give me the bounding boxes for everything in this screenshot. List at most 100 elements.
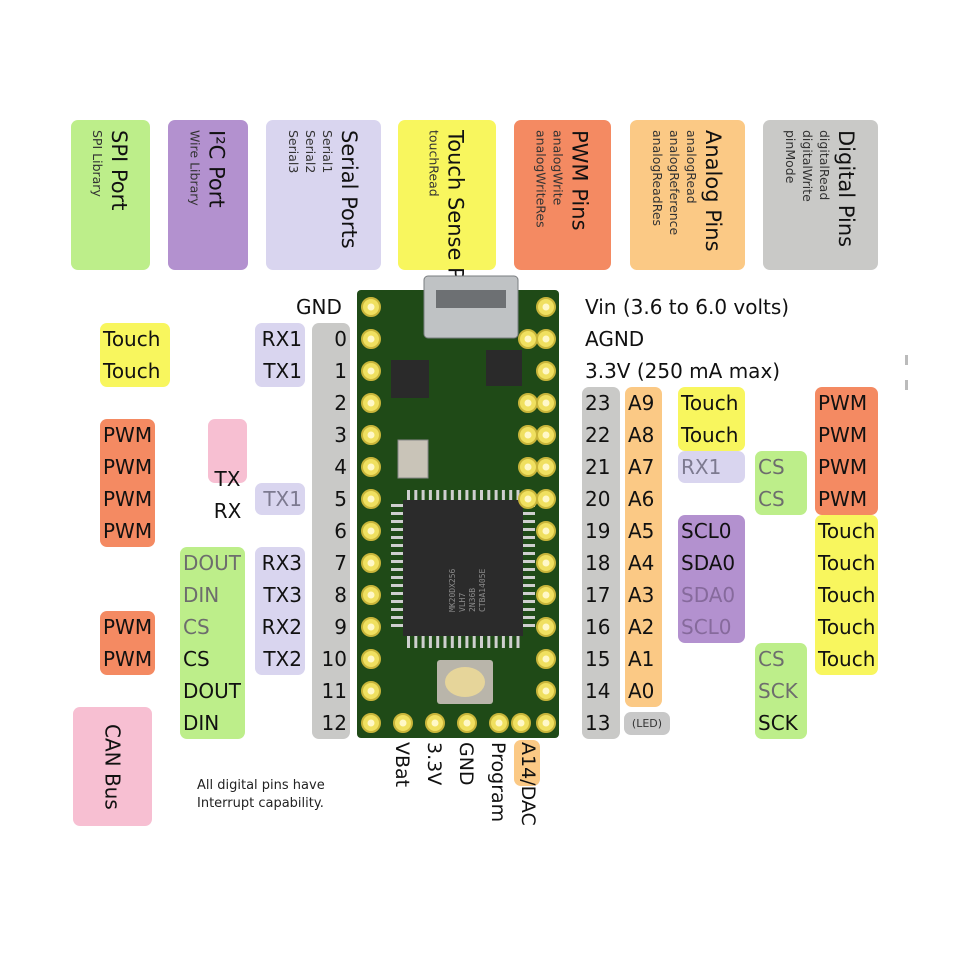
pin-hole	[542, 591, 550, 599]
pin-hole	[542, 527, 550, 535]
right-touch-group	[678, 387, 745, 451]
chip-pin	[391, 504, 403, 507]
note-line: All digital pins have	[197, 778, 325, 793]
pin-hole	[542, 687, 550, 695]
chip-pin	[501, 490, 505, 502]
legend-title: Analog Pins	[701, 130, 725, 252]
chip-pin	[509, 636, 513, 648]
left-pin-9-serial-label: RX2	[261, 615, 302, 639]
left-pin-12-spi-label: DIN	[183, 711, 220, 735]
chip-pin	[480, 490, 483, 502]
left-pin-10-spi-label: CS	[183, 647, 210, 671]
right-pin-15-touch-label: Touch	[818, 647, 876, 671]
right-pin-22-pwm-label: PWM	[818, 423, 868, 447]
gnd-label: GND	[296, 295, 342, 319]
left-serial-group	[255, 547, 305, 675]
edge-mark	[905, 355, 908, 365]
left-pin-5-serial-label: TX1	[263, 487, 302, 511]
chip-pin	[465, 490, 469, 502]
legend-function: Serial2	[303, 130, 318, 174]
legend-function: analogReference	[667, 130, 682, 236]
3v3-label: 3.3V (250 mA max)	[585, 359, 781, 383]
right-pin-16-digital-label: 16	[585, 615, 611, 639]
chip-pin	[391, 528, 403, 531]
program-button[interactable]	[445, 667, 485, 697]
legend-function: digitalRead	[817, 130, 832, 201]
left-pin-6-pwm-label: PWM	[103, 519, 153, 543]
chip-pin	[523, 608, 535, 611]
chip-pins	[391, 490, 535, 648]
pin-hole	[367, 463, 375, 471]
right-pin-23-touch-label: Touch	[681, 391, 739, 415]
legend-function: analogRead	[684, 130, 699, 204]
can-bus-label: CAN Bus	[100, 723, 125, 810]
chip-pin	[391, 576, 403, 579]
legend-function: touchRead	[426, 130, 442, 197]
vbat-label: VBat	[391, 742, 413, 788]
pin-hole	[524, 399, 532, 407]
left-can-group	[208, 419, 247, 483]
left-pin-4-can-label: RX	[213, 498, 242, 523]
dac-highlight	[514, 740, 540, 786]
right-pin-17-digital-label: 17	[585, 583, 611, 607]
chip-pin	[421, 490, 425, 502]
edge-mark	[905, 380, 908, 390]
pin-hole	[542, 559, 550, 567]
left-pin-8-spi-label: DIN	[183, 583, 220, 607]
right-pin-18-digital-label: 18	[585, 551, 611, 575]
chip-pin	[414, 490, 418, 502]
pin-hole	[367, 335, 375, 343]
chip-pin	[436, 636, 440, 648]
interrupt-note: All digital pins have Interrupt capabili…	[197, 777, 325, 813]
legend-function: analogReadRes	[650, 130, 665, 227]
legend-title: PWM Pins	[567, 130, 592, 231]
regulator-chip	[486, 350, 522, 386]
chip-pin	[523, 512, 535, 515]
chip-pin	[465, 636, 469, 648]
right-pin-20-spi-label: CS	[758, 487, 785, 511]
chip-pin	[523, 560, 535, 563]
crystal	[397, 439, 429, 479]
right-pin-20-pwm-label: PWM	[818, 487, 868, 511]
chip-pin	[450, 490, 454, 502]
left-pin-3-can-label: TX	[214, 466, 241, 491]
left-pin-0-digital-label: 0	[334, 327, 347, 351]
pin-hole	[524, 335, 532, 343]
chip-pin	[443, 636, 447, 648]
legend-function: analogWriteRes	[533, 130, 549, 228]
chip-pin	[523, 616, 535, 619]
left-touch-group	[100, 323, 170, 387]
right-spi-group	[755, 451, 807, 515]
legend-title: Serial Ports	[337, 130, 361, 249]
left-pin-7-serial-label: RX3	[261, 551, 302, 575]
chip-pin	[391, 512, 403, 515]
pin-hole	[463, 719, 471, 727]
left-spi-group	[180, 547, 245, 739]
pin-hole	[367, 623, 375, 631]
left-pin-4-pwm-label: PWM	[103, 455, 153, 479]
left-pin-9-digital-label: 9	[334, 615, 347, 639]
led-label: (LED)	[624, 712, 670, 735]
chip-pin	[523, 624, 535, 627]
legend-function: pinMode	[783, 130, 798, 184]
right-pin-17-touch-label: Touch	[818, 583, 876, 607]
chip-marking-line: 2N36B	[468, 588, 477, 612]
chip-pin	[494, 490, 498, 502]
right-pin-19-digital-label: 19	[585, 519, 611, 543]
legend-function: Serial3	[286, 130, 301, 174]
pin-hole	[367, 303, 375, 311]
left-serial-group	[255, 323, 305, 387]
chip-pin	[391, 592, 403, 595]
left-pin-1-digital-label: 1	[334, 359, 347, 383]
chip-pin	[523, 592, 535, 595]
left-serial-group	[255, 483, 305, 515]
chip-marking-line: VLH7	[458, 593, 467, 612]
left-pin-5-pwm-label: PWM	[103, 487, 153, 511]
right-pin-21-serial-label: RX1	[681, 455, 722, 479]
left-pin-6-digital-label: 6	[334, 519, 347, 543]
chip-pin	[523, 600, 535, 603]
